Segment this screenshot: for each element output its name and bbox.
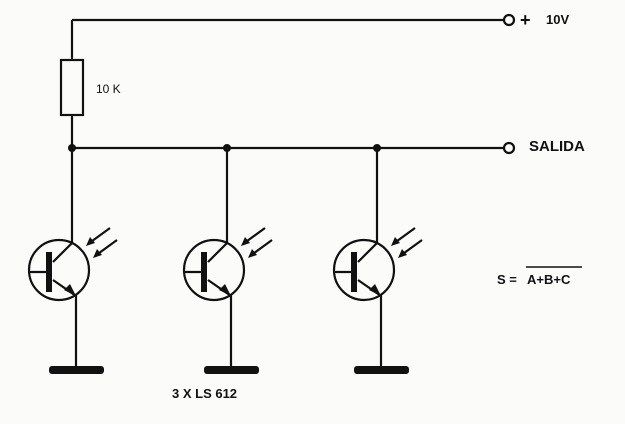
transistor-body: [27, 238, 91, 302]
output-terminal: [502, 141, 516, 155]
light-arrows-icon: [241, 227, 273, 258]
transistor-body: [332, 238, 396, 302]
resistor: [59, 58, 85, 117]
plus-sign: +: [520, 10, 531, 30]
equation-rhs: A+B+C: [527, 272, 571, 287]
emitter-arrow: [369, 284, 381, 296]
transistor-body: [182, 238, 246, 302]
light-arrows-icon: [391, 227, 423, 258]
ground-symbol: [204, 366, 259, 374]
emitter-arrow: [64, 284, 76, 296]
resistor-value-label: 10 K: [96, 82, 121, 96]
emitter-arrow: [219, 284, 231, 296]
supply-voltage-label: 10V: [546, 12, 570, 27]
phototransistor: [182, 148, 273, 374]
phototransistor: [27, 148, 118, 374]
output-label: SALIDA: [529, 138, 585, 155]
ground-symbol: [354, 366, 409, 374]
equation-lhs: S =: [497, 272, 517, 287]
supply-terminal: [502, 13, 516, 27]
light-arrows-icon: [86, 227, 118, 258]
supply-wire: [70, 18, 504, 148]
transistor-caption: 3 X LS 612: [172, 386, 238, 401]
ground-symbol: [49, 366, 104, 374]
phototransistor: [332, 148, 423, 374]
